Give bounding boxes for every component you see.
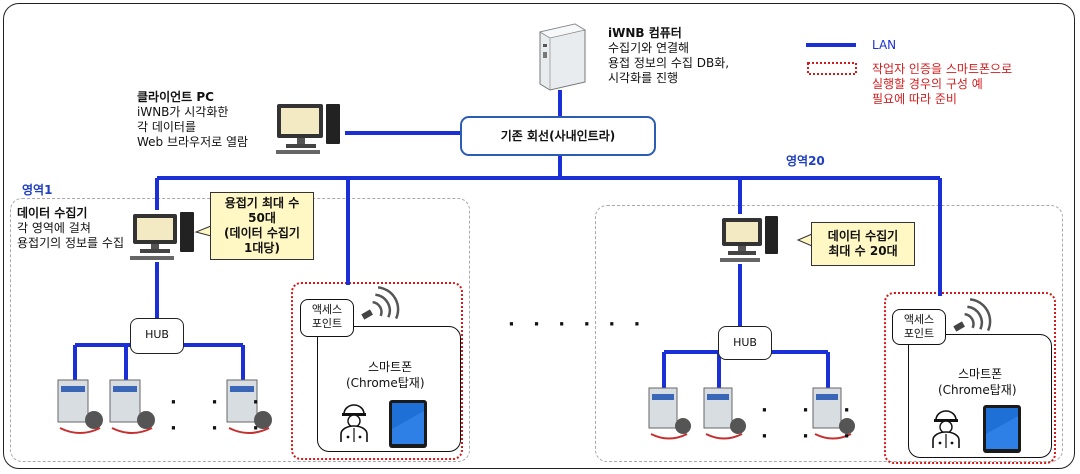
area20-welder-icon <box>812 387 855 440</box>
area1-collector-line-1: 각 영역에 걸쳐 <box>17 221 91 235</box>
area20-welder-ellipsis: · · · <box>761 400 865 421</box>
area20-welder-icon <box>703 387 746 440</box>
lan-cables <box>73 90 942 388</box>
legend-lan-label: LAN <box>872 38 897 52</box>
server-tower-icon <box>538 23 587 91</box>
area20-ap-line-2: 포인트 <box>903 327 935 340</box>
area20-welder-icon <box>648 387 691 440</box>
areas-ellipsis: · · · · · · <box>508 314 647 335</box>
area20-ap-line-1: 액세스 <box>903 313 935 326</box>
area1-label: 영역1 <box>22 183 53 197</box>
area1-access-point: 액세스 포인트 <box>300 299 354 337</box>
area1-collector-title: 데이터 수집기 <box>17 206 88 220</box>
client-pc-line-3: Web 브라우저로 열람 <box>137 135 249 149</box>
area20-phone-line-1: 스마트폰 <box>958 367 1003 381</box>
legend-dotted-line-2: 실행할 경우의 구성 예 <box>872 77 983 91</box>
area1-welder-ellipsis-lower: · · · <box>170 418 274 439</box>
client-pc-line-2: 각 데이터를 <box>137 120 197 134</box>
area20-phone-line-2: (Chrome탑재) <box>938 383 1017 397</box>
area20-callout-line-1: 데이터 수집기 <box>827 229 899 243</box>
area20-callout-line-2: 최대 수 20대 <box>828 244 898 258</box>
area1-callout: 용접기 최대 수 50대 (데이터 수집기 1대당) <box>210 192 314 260</box>
area20-welder-ellipsis-lower: · · · <box>761 426 865 447</box>
server-line-1: 수집기와 연결해 <box>608 41 690 55</box>
area1-welder-icon <box>226 379 272 434</box>
server-title: iWNB 컴퓨터 <box>608 26 682 40</box>
client-pc-icon <box>276 104 340 154</box>
area1-callout-tail <box>194 225 212 237</box>
area20-wifi-signal-icon <box>953 298 992 332</box>
area1-phone-line-2: (Chrome탑재) <box>346 376 425 390</box>
area20-callout-tail <box>796 233 813 247</box>
area1-callout-line-2: 50대 <box>248 211 276 225</box>
area1-collector-pc-icon <box>130 212 194 260</box>
area20-label: 영역20 <box>786 154 825 168</box>
area1-ap-line-2: 포인트 <box>311 317 343 330</box>
area1-collector-line-2: 용접기의 정보를 수집 <box>17 236 124 250</box>
area20-tablet-icon <box>983 405 1021 453</box>
area1-worker-icon <box>340 404 368 442</box>
area20-worker-icon <box>932 410 960 448</box>
server-line-2: 용접 정보의 수집 DB화, <box>608 56 730 70</box>
legend-dotted-line-1: 작업자 인증을 스마트폰으로 <box>872 62 1013 76</box>
area1-wifi-signal-icon <box>361 286 400 320</box>
area1-tablet-icon <box>389 400 427 448</box>
legend-dotted-box <box>807 62 857 75</box>
area1-hub: HUB <box>130 318 184 354</box>
area1-welder-icon <box>109 379 155 434</box>
legend-dotted-line-3: 필요에 따라 준비 <box>872 92 957 106</box>
intranet-box: 기존 회선(사내인트라) <box>460 116 656 156</box>
area20-access-point: 액세스 포인트 <box>892 309 946 345</box>
area1-ap-line-1: 액세스 <box>311 303 343 316</box>
area1-smartphone-zone <box>291 282 463 460</box>
diagram-frame <box>3 3 1075 469</box>
area20-hub: HUB <box>718 326 772 360</box>
area1-callout-line-4: 1대당) <box>244 241 280 255</box>
area1-welder-ellipsis: · · · <box>170 392 274 413</box>
server-line-3: 시각화를 진행 <box>608 71 679 85</box>
area20-collector-pc-icon <box>720 216 778 262</box>
area20-zone <box>595 205 1063 462</box>
area1-callout-line-1: 용접기 최대 수 <box>224 196 300 210</box>
area20-smartphone-zone <box>884 292 1056 464</box>
area20-callout: 데이터 수집기 최대 수 20대 <box>811 222 915 266</box>
area1-welder-icon <box>57 379 103 434</box>
client-pc-title: 클라이언트 PC <box>137 90 214 104</box>
area1-callout-line-3: (데이터 수집기 <box>224 226 300 240</box>
area20-smartphone-box <box>908 334 1052 458</box>
client-pc-line-1: iWNB가 시각화한 <box>137 105 229 119</box>
area1-phone-line-1: 스마트폰 <box>368 360 413 374</box>
